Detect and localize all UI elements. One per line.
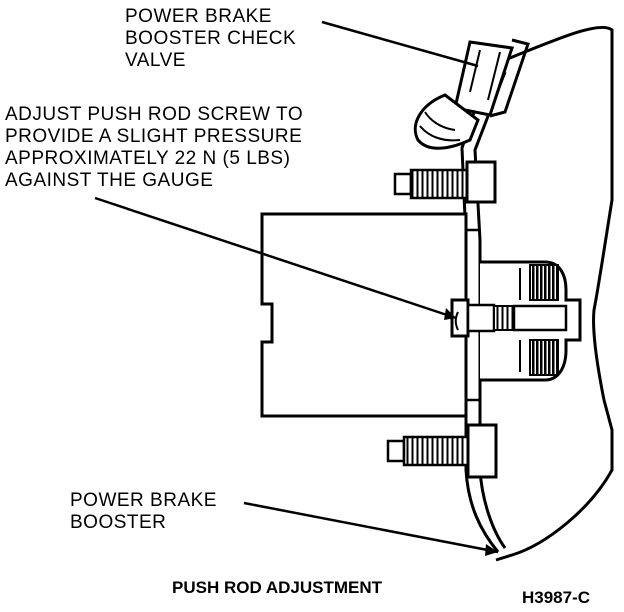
check-valve-leader	[321, 20, 479, 68]
figure-caption: PUSH ROD ADJUSTMENT	[172, 578, 382, 597]
push-rod-label-line-1: ADJUST PUSH ROD SCREW TO	[5, 104, 304, 125]
booster-label-line-2: BOOSTER	[70, 512, 167, 533]
push-rod-label-line-2: PROVIDE A SLIGHT PRESSURE	[5, 126, 303, 147]
push-rod-leader	[94, 196, 457, 320]
push-rod-leader-arrow	[444, 308, 456, 320]
check-valve-label-line-2: BOOSTER CHECK	[125, 28, 297, 49]
booster-leader	[243, 501, 499, 554]
booster-label: POWER BRAKE BOOSTER	[70, 490, 217, 534]
figure-id: H3987-C	[522, 588, 591, 607]
lower-mounting-stud	[386, 423, 498, 479]
push-rod	[450, 298, 568, 338]
check-valve-assembly	[413, 38, 530, 150]
check-valve-label: POWER BRAKE BOOSTER CHECK VALVE	[125, 6, 296, 72]
upper-mounting-stud	[393, 160, 497, 204]
push-rod-label-line-4: AGAINST THE GAUGE	[5, 170, 214, 191]
booster-label-line-1: POWER BRAKE	[70, 490, 217, 511]
check-valve-label-line-1: POWER BRAKE	[125, 6, 272, 27]
push-rod-label-line-3: APPROXIMATELY 22 N (5 LBS)	[5, 148, 291, 169]
push-rod-label: ADJUST PUSH ROD SCREW TO PROVIDE A SLIGH…	[5, 104, 303, 192]
booster-shell	[495, 25, 614, 562]
check-valve-label-line-3: VALVE	[125, 50, 186, 71]
booster-leader-arrow	[485, 544, 498, 556]
gauge-block	[260, 212, 468, 418]
